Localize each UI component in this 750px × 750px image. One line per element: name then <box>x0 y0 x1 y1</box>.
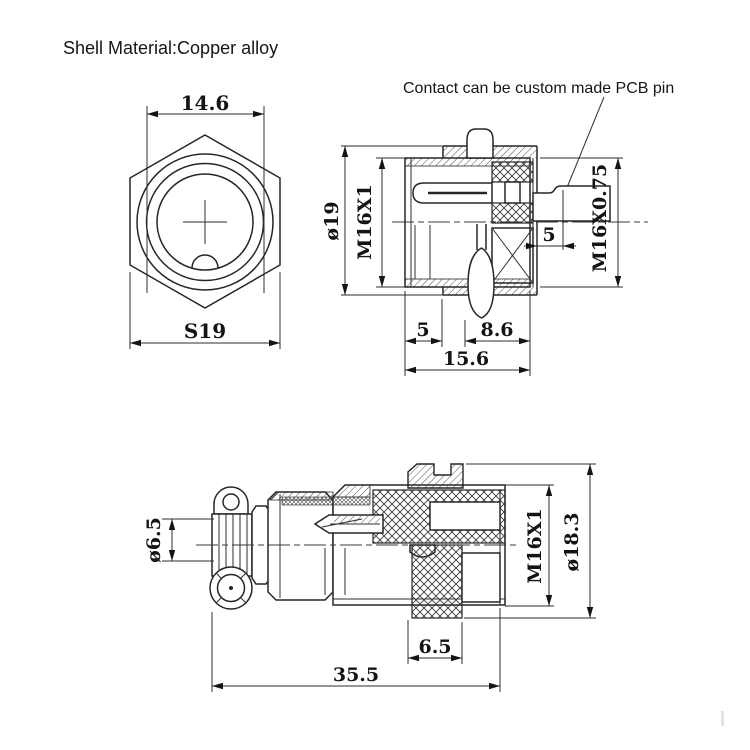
key-tab <box>466 128 494 159</box>
dim-plug-outer: ø18.3 <box>464 463 596 619</box>
keyway-bump <box>191 254 219 269</box>
dim-face-width-label: 14.6 <box>181 91 230 115</box>
dim-nut-len-label: 6.5 <box>418 636 451 658</box>
dim-front-thread: M16X1 <box>354 157 405 288</box>
dim-socket-lengths: 5 8.6 15.6 <box>404 291 531 376</box>
dim-flange-diameter: ø19 <box>321 145 447 296</box>
front-view: 14.6 S19 <box>129 91 281 349</box>
dim-plug-outer-label: ø18.3 <box>561 513 583 572</box>
dim-flange-diameter-label: ø19 <box>321 201 343 240</box>
dim-plug-total-len-label: 35.5 <box>333 664 379 686</box>
dim-cable-hole-label: ø6.5 <box>143 517 165 563</box>
contact-channel <box>504 181 521 204</box>
dim-pin-step-label: 5 <box>542 224 555 246</box>
dim-plug-thread-label: M16X1 <box>524 508 546 583</box>
dim-plug-total-len: 35.5 <box>211 608 501 692</box>
dim-hex-size: S19 <box>129 272 281 349</box>
thread-zone <box>429 501 501 531</box>
dim-nut-len: 6.5 <box>407 620 463 664</box>
front-nut-section <box>411 544 463 619</box>
dim-cable-hole: ø6.5 <box>143 517 214 563</box>
dim-pin-step: 5 <box>524 190 576 250</box>
scan-artifact-mark <box>721 711 724 726</box>
pcb-pin <box>532 185 611 222</box>
dim-mid-len-label: 8.6 <box>480 319 513 341</box>
contact-note: Contact can be custom made PCB pin <box>403 80 674 97</box>
clamp-lug <box>213 486 249 515</box>
clamp-screw <box>209 566 253 610</box>
rear-casing <box>267 491 334 601</box>
insulator-upper <box>491 161 534 183</box>
dim-rear-thread: M16X0.75 <box>540 157 623 288</box>
dim-plug-thread: M16X1 <box>505 484 554 607</box>
plug-side-view: ø6.5 M16X1 ø18.3 6.5 <box>143 463 596 692</box>
coupling-nut-tab <box>407 463 464 489</box>
dim-rear-thread-label: M16X0.75 <box>589 164 611 273</box>
bore-circle <box>156 173 254 271</box>
dim-face-width: 14.6 <box>146 91 265 293</box>
leader-line-contact <box>565 96 605 191</box>
insulator-lower <box>491 202 534 224</box>
dim-hex-label: S19 <box>184 319 226 343</box>
hex-nut-outline <box>129 134 281 309</box>
socket-side-view: ø19 M16X1 M16X0.75 5 <box>321 128 648 376</box>
dim-total-len-label: 15.6 <box>443 348 489 370</box>
insulator-section-box <box>491 227 534 284</box>
front-nut-face <box>461 552 501 603</box>
dim-front-thread-label: M16X1 <box>354 184 376 259</box>
solder-contact <box>467 247 495 319</box>
lug-hole <box>222 493 240 511</box>
shell-circle <box>136 153 274 291</box>
shell-material-note: Shell Material:Copper alloy <box>63 38 278 58</box>
dim-front-len-label: 5 <box>416 319 429 341</box>
